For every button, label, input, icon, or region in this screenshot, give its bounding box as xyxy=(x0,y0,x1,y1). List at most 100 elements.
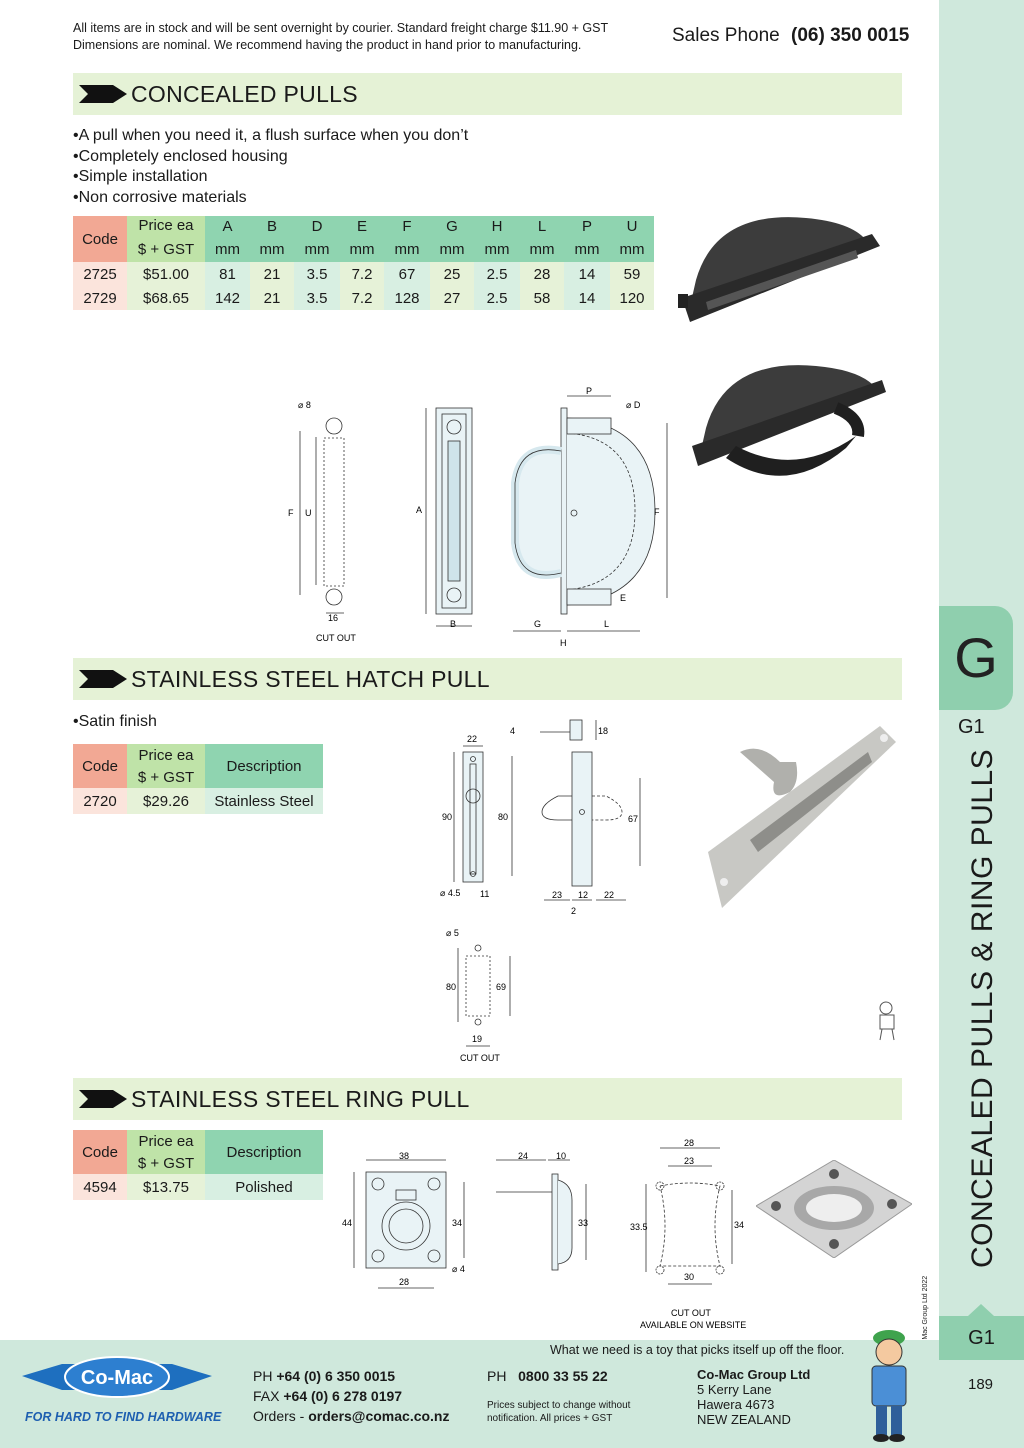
dim-label: A xyxy=(416,505,422,515)
mascot-icon xyxy=(871,1330,907,1442)
unit-u: mm xyxy=(610,236,654,262)
col-price-2: $ + GST xyxy=(127,766,205,788)
comac-logo[interactable]: Co-Mac xyxy=(22,1350,212,1406)
tab-code-bottom-box: G1 xyxy=(939,1304,1024,1360)
footer xyxy=(0,1340,939,1448)
table-row: 2725 $51.00 81 21 3.5 7.2 67 25 2.5 28 1… xyxy=(73,262,654,286)
vertical-title-text: CONCEALED PULLS & RING PULLS xyxy=(966,748,999,1268)
unit-f: mm xyxy=(384,236,430,262)
cell-dim: 21 xyxy=(250,262,294,286)
dim-label: 28 xyxy=(399,1277,409,1287)
dim-label: 44 xyxy=(342,1218,352,1228)
dim-label: ⌀ D xyxy=(626,400,641,410)
dim-label: 4 xyxy=(510,726,515,736)
section-title: CONCEALED PULLS xyxy=(131,81,358,107)
col-code: Code xyxy=(73,216,127,262)
cell-price: $51.00 xyxy=(127,262,205,286)
concealed-pull-photo-open xyxy=(692,365,886,476)
col-price-1: Price ea xyxy=(127,216,205,237)
dim-label: B xyxy=(450,619,456,629)
dim-label: 22 xyxy=(467,734,477,744)
col-price-2: $ + GST xyxy=(127,236,205,262)
section-bar-concealed: CONCEALED PULLS xyxy=(73,73,902,115)
unit-b: mm xyxy=(250,236,294,262)
dim-label: 28 xyxy=(684,1138,694,1148)
cell-dim: 120 xyxy=(610,286,654,310)
cell-dim: 3.5 xyxy=(294,286,340,310)
cell-dim: 2.5 xyxy=(474,286,520,310)
vertical-title: CONCEALED PULLS & RING PULLS xyxy=(952,749,1012,1272)
col-f: F xyxy=(384,216,430,237)
orders-email[interactable]: orders@comac.co.nz xyxy=(308,1408,450,1424)
arrow-icon xyxy=(79,670,127,688)
ph2-label: PH xyxy=(487,1368,507,1384)
address-line: 5 Kerry Lane xyxy=(697,1382,772,1397)
cell-price: $13.75 xyxy=(127,1174,205,1200)
dim-label: 18 xyxy=(598,726,608,736)
fax-number[interactable]: +64 (0) 6 278 0197 xyxy=(283,1388,403,1404)
orders-label: Orders - xyxy=(253,1408,305,1424)
dim-label: F xyxy=(654,507,660,517)
company-name: Co-Mac Group Ltd xyxy=(697,1367,811,1382)
col-g: G xyxy=(430,216,474,237)
col-p: P xyxy=(564,216,610,237)
section-tab-g[interactable]: G xyxy=(939,606,1013,710)
ring-pull-drawing: 38 44 34 28 ⌀ 4 24 10 33 28 23 33.5 34 3… xyxy=(342,1138,746,1330)
notice-line-2: Dimensions are nominal. We recommend hav… xyxy=(73,38,582,52)
unit-l: mm xyxy=(520,236,564,262)
ph2-number[interactable]: 0800 33 55 22 xyxy=(518,1368,608,1384)
col-price-1: Price ea xyxy=(127,1130,205,1152)
prices-note-line: notification. All prices + GST xyxy=(487,1413,613,1424)
sidebar xyxy=(939,0,1024,1448)
cell-dim: 7.2 xyxy=(340,286,384,310)
dim-label: 23 xyxy=(552,890,562,900)
dim-label: AVAILABLE ON WEBSITE xyxy=(640,1320,746,1330)
dim-label: 30 xyxy=(684,1272,694,1282)
dim-label: 90 xyxy=(442,812,452,822)
fax-label: FAX xyxy=(253,1388,280,1404)
ph-number[interactable]: +64 (0) 6 350 0015 xyxy=(276,1368,396,1384)
ph-label: PH xyxy=(253,1368,273,1384)
unit-p: mm xyxy=(564,236,610,262)
section-bar-hatch: STAINLESS STEEL HATCH PULL xyxy=(73,658,902,700)
dim-label: 16 xyxy=(328,613,338,623)
header-notice: All items are in stock and will be sent … xyxy=(73,20,673,54)
dim-label: F xyxy=(288,508,294,518)
dim-label: L xyxy=(604,619,609,629)
col-price-2: $ + GST xyxy=(127,1152,205,1174)
sales-number[interactable]: (06) 350 0015 xyxy=(791,25,910,46)
col-a: A xyxy=(205,216,250,237)
dim-label: ⌀ 5 xyxy=(446,928,459,938)
dim-label: 34 xyxy=(452,1218,462,1228)
footer-contact: PH +64 (0) 6 350 0015 FAX +64 (0) 6 278 … xyxy=(253,1366,450,1426)
dim-label: 80 xyxy=(498,812,508,822)
col-code: Code xyxy=(73,1130,127,1174)
cell-code: 2725 xyxy=(73,262,127,286)
dim-label: 22 xyxy=(604,890,614,900)
unit-d: mm xyxy=(294,236,340,262)
address-line: NEW ZEALAND xyxy=(697,1412,791,1427)
footer-freephone: PH 0800 33 55 22 xyxy=(487,1366,608,1386)
bullet-item: Non corrosive materials xyxy=(73,188,468,209)
col-b: B xyxy=(250,216,294,237)
col-code: Code xyxy=(73,744,127,788)
tab-letter: G xyxy=(954,626,998,689)
cell-price: $29.26 xyxy=(127,788,205,814)
cell-dim: 67 xyxy=(384,262,430,286)
ring-price-table: Code Price ea Description $ + GST 4594 $… xyxy=(73,1130,323,1200)
cell-code: 2720 xyxy=(73,788,127,814)
col-desc: Description xyxy=(205,1130,323,1174)
dim-label: 34 xyxy=(734,1220,744,1230)
unit-h: mm xyxy=(474,236,520,262)
sales-phone: Sales Phone (06) 350 0015 xyxy=(672,25,909,47)
table-row: 4594 $13.75 Polished xyxy=(73,1174,323,1200)
logo-text: Co-Mac xyxy=(81,1367,153,1389)
dim-label: H xyxy=(560,638,567,648)
notice-line-1: All items are in stock and will be sent … xyxy=(73,21,609,35)
concealed-price-table: Code Price ea A B D E F G H L P U $ + GS… xyxy=(73,216,654,310)
section-bar-ring: STAINLESS STEEL RING PULL xyxy=(73,1078,902,1120)
cell-dim: 128 xyxy=(384,286,430,310)
hatch-price-table: Code Price ea Description $ + GST 2720 $… xyxy=(73,744,323,814)
table-row: 2720 $29.26 Stainless Steel xyxy=(73,788,323,814)
cell-dim: 25 xyxy=(430,262,474,286)
